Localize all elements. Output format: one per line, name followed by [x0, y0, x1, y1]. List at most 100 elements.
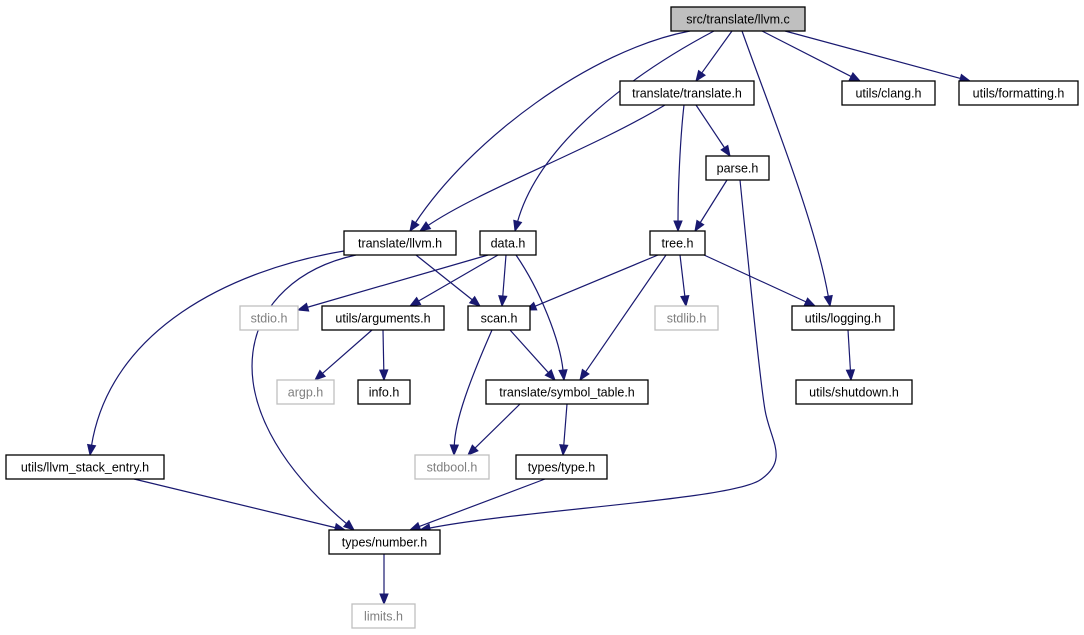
- edge-translate_llvm_h-to-scan_h: [415, 254, 482, 307]
- edge-llvm_stack_entry_h-to-number_h: [133, 478, 347, 533]
- node-argp-h: argp.h: [276, 379, 335, 405]
- node-translate-h[interactable]: translate/translate.h: [619, 80, 755, 106]
- node-arguments-h[interactable]: utils/arguments.h: [321, 305, 445, 331]
- arrowhead: [449, 444, 460, 457]
- node-box: [654, 305, 719, 331]
- node-label: limits.h: [364, 610, 403, 624]
- edge-line: [418, 478, 546, 528]
- arrowhead: [408, 521, 422, 531]
- arrowhead: [409, 219, 420, 233]
- node-data-h[interactable]: data.h: [479, 230, 537, 256]
- arrowhead: [296, 302, 310, 312]
- node-box: [619, 80, 755, 106]
- arrowhead: [579, 368, 590, 382]
- node-box: [321, 305, 445, 331]
- arrowhead: [342, 519, 356, 531]
- node-number-h[interactable]: types/number.h: [328, 529, 441, 555]
- edge-number_h-to-limits_h: [379, 554, 389, 606]
- edge-arguments_h-to-info_h: [379, 329, 389, 382]
- edge-line: [90, 250, 345, 447]
- edge-line: [695, 104, 726, 149]
- arrowhead: [408, 296, 422, 307]
- edge-line: [427, 104, 666, 227]
- node-clang-h[interactable]: utils/clang.h: [841, 80, 936, 106]
- edge-line: [534, 254, 659, 308]
- node-llvm-c[interactable]: src/translate/llvm.c: [670, 6, 806, 32]
- node-box: [479, 230, 537, 256]
- arrowhead: [498, 295, 508, 308]
- node-translate-llvm-h[interactable]: translate/llvm.h: [343, 230, 457, 256]
- node-label: types/number.h: [342, 536, 428, 550]
- edges-layer: [86, 30, 972, 606]
- node-parse-h[interactable]: parse.h: [705, 155, 770, 181]
- node-info-h[interactable]: info.h: [357, 379, 411, 405]
- node-type-h[interactable]: types/type.h: [515, 454, 608, 480]
- node-label: translate/llvm.h: [358, 237, 442, 251]
- arrowhead: [513, 219, 523, 233]
- edge-line: [321, 329, 373, 375]
- arrowhead: [673, 220, 683, 233]
- node-logging-h[interactable]: utils/logging.h: [791, 305, 895, 331]
- edge-line: [700, 30, 733, 75]
- nodes-layer: src/translate/llvm.c translate/translate.…: [5, 6, 1079, 629]
- edge-tree_h-to-symbol_table_h: [579, 254, 667, 382]
- node-box: [841, 80, 936, 106]
- arrowhead: [695, 69, 706, 83]
- node-label: types/type.h: [528, 461, 595, 475]
- node-label: translate/translate.h: [632, 87, 742, 101]
- node-scan-h[interactable]: scan.h: [467, 305, 531, 331]
- arrowhead: [544, 369, 556, 382]
- edge-line: [502, 254, 507, 298]
- node-label: utils/arguments.h: [335, 312, 430, 326]
- node-box: [357, 379, 411, 405]
- edge-llvm_c-to-translate_h: [695, 30, 733, 83]
- arrowhead: [848, 72, 862, 82]
- edge-tree_h-to-stdlib_h: [679, 254, 690, 308]
- edge-symbol_table_h-to-type_h: [559, 403, 569, 457]
- arrowhead: [468, 295, 482, 307]
- node-label: stdbool.h: [427, 461, 478, 475]
- edge-arguments_h-to-argp_h: [313, 329, 373, 381]
- node-symbol-table-h[interactable]: translate/symbol_table.h: [485, 379, 649, 405]
- edge-translate_h-to-translate_llvm_h: [418, 104, 666, 232]
- arrowhead: [86, 443, 97, 457]
- node-formatting-h[interactable]: utils/formatting.h: [958, 80, 1079, 106]
- edge-logging_h-to-shutdown_h: [845, 329, 856, 382]
- node-label: tree.h: [662, 237, 694, 251]
- edge-line: [784, 30, 962, 80]
- edge-symbol_table_h-to-stdbool_h: [467, 403, 521, 456]
- edge-line: [382, 329, 385, 372]
- edge-scan_h-to-stdbool_h: [449, 329, 493, 457]
- node-box: [649, 230, 706, 256]
- node-box: [791, 305, 895, 331]
- edge-data_h-to-stdio_h: [296, 254, 489, 312]
- node-box: [276, 379, 335, 405]
- arrowhead: [467, 444, 479, 456]
- node-llvm-stack-entry-h[interactable]: utils/llvm_stack_entry.h: [5, 454, 165, 480]
- edge-line: [761, 30, 853, 78]
- node-label: argp.h: [288, 386, 323, 400]
- node-shutdown-h[interactable]: utils/shutdown.h: [795, 379, 913, 405]
- edge-line: [306, 254, 489, 309]
- node-tree-h[interactable]: tree.h: [649, 230, 706, 256]
- edge-line: [415, 254, 474, 301]
- node-label: utils/logging.h: [805, 312, 881, 326]
- node-box: [328, 529, 441, 555]
- node-label: data.h: [491, 237, 526, 251]
- edge-data_h-to-arguments_h: [408, 254, 499, 307]
- edge-line: [133, 478, 337, 529]
- edge-line: [741, 30, 830, 298]
- arrowhead: [823, 294, 833, 308]
- node-label: utils/clang.h: [855, 87, 921, 101]
- edge-line: [417, 254, 499, 303]
- edge-data_h-to-symbol_table_h: [515, 254, 568, 382]
- node-box: [958, 80, 1079, 106]
- edge-line: [509, 329, 550, 374]
- arrowhead: [379, 593, 389, 606]
- edge-line: [453, 329, 493, 447]
- node-label: stdio.h: [251, 312, 288, 326]
- edge-line: [251, 254, 357, 525]
- edge-line: [677, 104, 685, 223]
- arrowhead: [313, 369, 327, 381]
